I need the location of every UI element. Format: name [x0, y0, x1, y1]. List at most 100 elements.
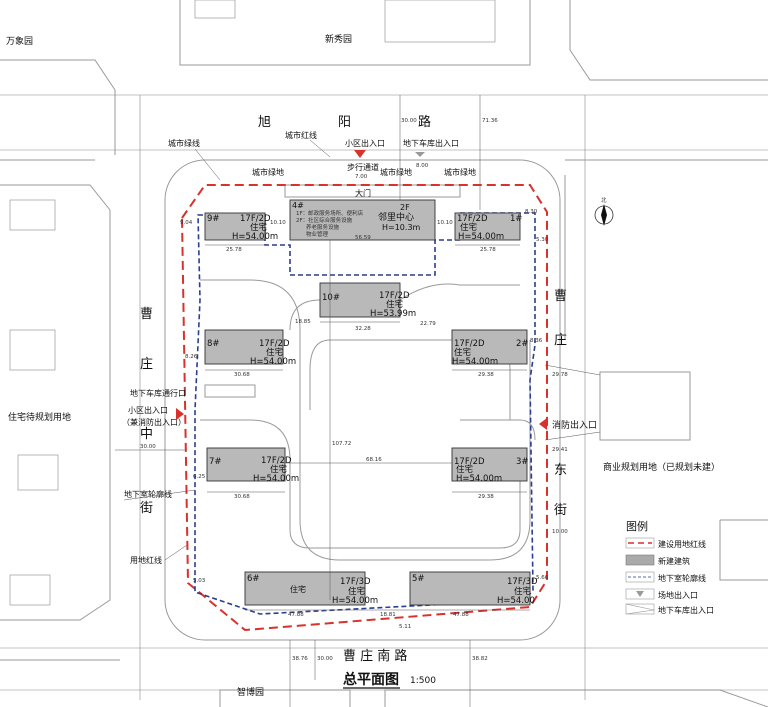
- building-id: 3#: [516, 457, 529, 467]
- dimension-labels: 7.00 8.00 25.78 25.78 10.10 10.10 9.04 8…: [140, 118, 568, 662]
- building-6[interactable]: 6# 住宅 17F/3D 住宅 H=54.00m: [244, 571, 378, 606]
- neighbor-label: 新秀园: [325, 33, 352, 45]
- garage-entrance-marker-icon: [415, 152, 425, 157]
- drawing-scale: 1:500: [410, 676, 436, 686]
- label-basement-outline: 地下室轮廓线: [124, 489, 172, 499]
- building-height: H=10.3m: [382, 223, 421, 232]
- building-7[interactable]: 7# 17F/2D 住宅 H=54.00m: [206, 447, 299, 484]
- building-floors: 17F/2D: [454, 457, 485, 467]
- dim-label: 5.03: [193, 578, 206, 584]
- building-4-neighborhood-center[interactable]: 4# 1F：邮政服务场所、便利店 2F：社区综合服务设施 养老服务设施 物业管理…: [289, 199, 436, 241]
- west-entrance-marker-icon: [176, 408, 184, 420]
- road-name-east: 街: [554, 503, 567, 518]
- neighbor-label: 智博园: [237, 686, 264, 698]
- neighbor-label: 万象园: [6, 35, 33, 47]
- dim-label: 29.38: [478, 494, 494, 500]
- dim-label: 8.00: [416, 163, 429, 169]
- building-id: 2#: [516, 339, 529, 349]
- label-garage-passage: 地下车库通行口: [130, 388, 186, 398]
- building-id: 6#: [247, 574, 260, 584]
- drawing-title: 总平面图: [343, 671, 399, 688]
- entrance-marker-icon: [354, 150, 366, 158]
- building-floors: 2F: [400, 203, 410, 212]
- label-city-green-line: 城市绿线: [168, 138, 200, 148]
- dim-label: 47.88: [288, 612, 304, 618]
- center-note: 1F：邮政服务场所、便利店: [296, 209, 364, 217]
- building-use: 住宅: [456, 464, 473, 475]
- north-label: 北: [601, 196, 607, 204]
- building-height: H=54.00: [497, 596, 535, 606]
- dim-label: 38.76: [292, 656, 308, 662]
- building-height: H=53.99m: [370, 309, 416, 319]
- label-city-red-line: 城市红线: [285, 130, 317, 140]
- road-name-west: 庄: [140, 356, 153, 372]
- building-floors: 17F/3D: [507, 577, 538, 587]
- road-name-west: 中: [140, 427, 153, 442]
- road-name-west: 街: [140, 501, 153, 516]
- dim-label: 107.72: [332, 441, 351, 447]
- building-height: H=54.00m: [253, 474, 299, 484]
- building-8[interactable]: 8# 17F/2D 住宅 H=54.00m: [204, 329, 296, 367]
- label-city-green: 城市绿地: [380, 167, 412, 177]
- dim-label: 68.16: [366, 457, 382, 463]
- building-5[interactable]: 5# 17F/3D 住宅 H=54.00: [409, 571, 538, 606]
- label-community-entrance: 小区出入口: [345, 138, 385, 148]
- building-id: 1#: [510, 214, 523, 224]
- dim-label: 29.38: [478, 372, 494, 378]
- building-use: 住宅: [460, 222, 477, 233]
- dim-label: 25.78: [480, 247, 496, 253]
- dim-label: 6.25: [193, 474, 206, 480]
- dim-label: 29.41: [552, 447, 568, 453]
- basement-outline: [194, 212, 536, 615]
- dim-label: 10.10: [270, 220, 286, 226]
- dim-label: 30.00: [317, 656, 333, 662]
- dim-label: 5.30: [536, 237, 549, 243]
- building-height: H=54.00m: [452, 357, 498, 367]
- dim-label: 5.11: [399, 624, 411, 630]
- building-floors: 17F/3D: [340, 577, 371, 587]
- dim-label: 8.30: [525, 209, 538, 215]
- dim-label: 30.68: [234, 494, 250, 500]
- building-10[interactable]: 10# 17F/2D 住宅 H=53.99m: [319, 282, 416, 319]
- center-note: 2F：社区综合服务设施: [296, 216, 353, 224]
- dim-label: 7.00: [355, 174, 368, 180]
- building-id: 9#: [207, 214, 220, 224]
- building-9[interactable]: 9# 17F/2D 住宅 H=54.00m: [204, 212, 278, 242]
- dim-label: 8.36: [530, 338, 543, 344]
- building-use: 住宅: [514, 586, 531, 597]
- building-floors: 17F/2D: [259, 339, 290, 349]
- road-name-east: 曹: [554, 289, 567, 304]
- label-city-green: 城市绿地: [252, 167, 284, 177]
- dim-label: 38.82: [472, 656, 488, 662]
- fire-entrance-marker-icon: [539, 418, 547, 430]
- building-use: 住宅: [454, 347, 471, 358]
- building-1[interactable]: 17F/2D 1# 住宅 H=54.00m: [454, 212, 523, 242]
- building-name: 邻里中心: [378, 211, 414, 223]
- center-note: 养老服务设施: [306, 223, 340, 231]
- legend-item: 地下室轮廓线: [658, 573, 706, 583]
- neighbor-labels: 万象园 新秀园 住宅待规划用地 商业规划用地（已规划未建） 智博园: [6, 33, 720, 698]
- building-use: 住宅: [250, 222, 267, 233]
- building-use-inner: 住宅: [290, 584, 306, 594]
- building-id: 5#: [412, 574, 425, 584]
- dim-label: 9.04: [180, 220, 193, 226]
- road-name-east: 东: [554, 463, 567, 478]
- building-3[interactable]: 17F/2D 3# 住宅 H=54.00m: [451, 447, 529, 484]
- legend-item: 场地出入口: [658, 590, 698, 600]
- dim-label: 47.88: [453, 612, 469, 618]
- dim-label: 30.00: [140, 444, 156, 450]
- label-site-red-line: 用地红线: [130, 555, 162, 565]
- road-names: 旭 阳 路 曹 庄 中 街 曹 庄 东 街 曹 庄 南 路: [140, 114, 567, 664]
- dim-label: 71.36: [482, 118, 498, 124]
- dim-label: 10.10: [437, 220, 453, 226]
- building-use: 住宅: [386, 299, 403, 310]
- building-floors: 17F/2D: [240, 214, 271, 224]
- dim-label: 8.26: [185, 354, 198, 360]
- building-height: H=54.00m: [458, 232, 504, 242]
- legend-title: 图例: [626, 519, 648, 533]
- building-2[interactable]: 17F/2D 2# 住宅 H=54.00m: [451, 329, 529, 367]
- label-city-green: 城市绿地: [444, 167, 476, 177]
- neighbor-label: 商业规划用地（已规划未建）: [603, 461, 720, 473]
